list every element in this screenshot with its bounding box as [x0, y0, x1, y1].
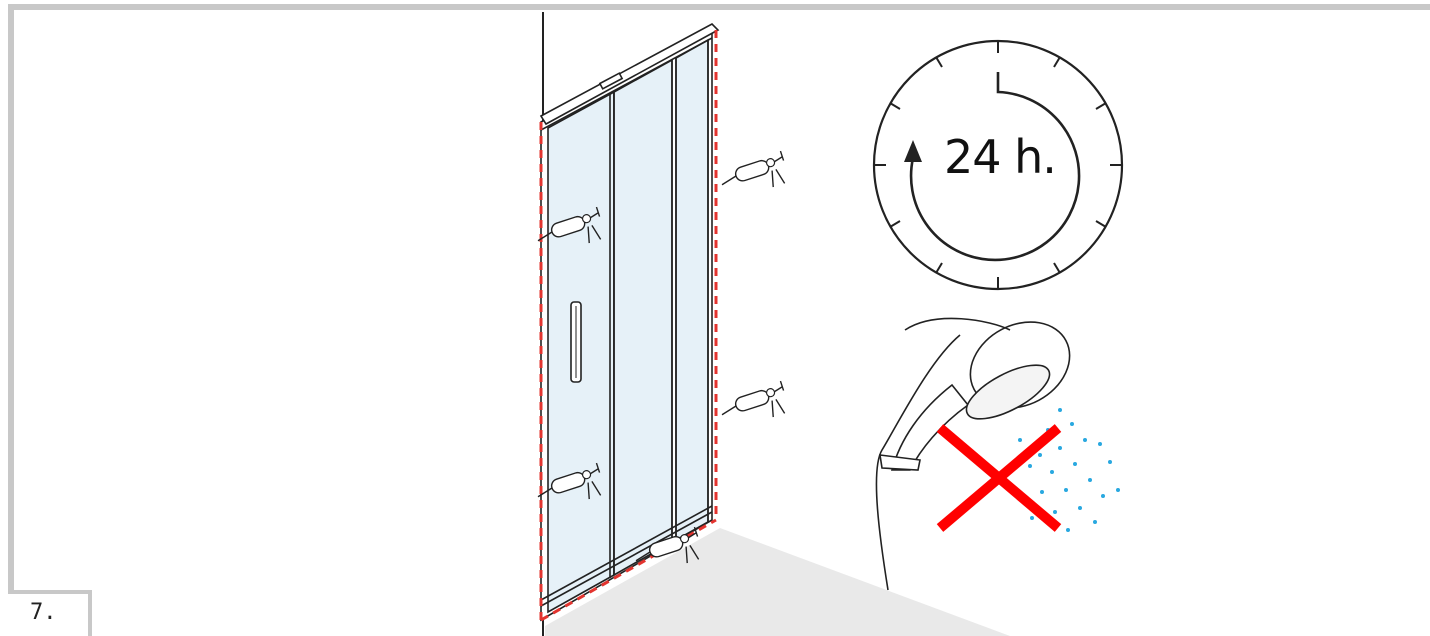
illustration-frame: [8, 4, 1430, 604]
shower-door: [539, 23, 720, 622]
timer-label: 24 h.: [944, 130, 1057, 184]
prohibited-cross-icon: [936, 424, 1062, 532]
silicone-seal-lines: [539, 30, 718, 622]
water-spray: [1008, 408, 1120, 532]
step-number-box: [8, 590, 92, 636]
shower-head-icon: [875, 317, 1071, 591]
step-number: 7.: [30, 600, 57, 625]
glass-panel-right: [675, 38, 709, 542]
floor: [545, 528, 1010, 636]
clock-icon: [872, 39, 1124, 291]
glass-panel-middle: [613, 58, 673, 577]
